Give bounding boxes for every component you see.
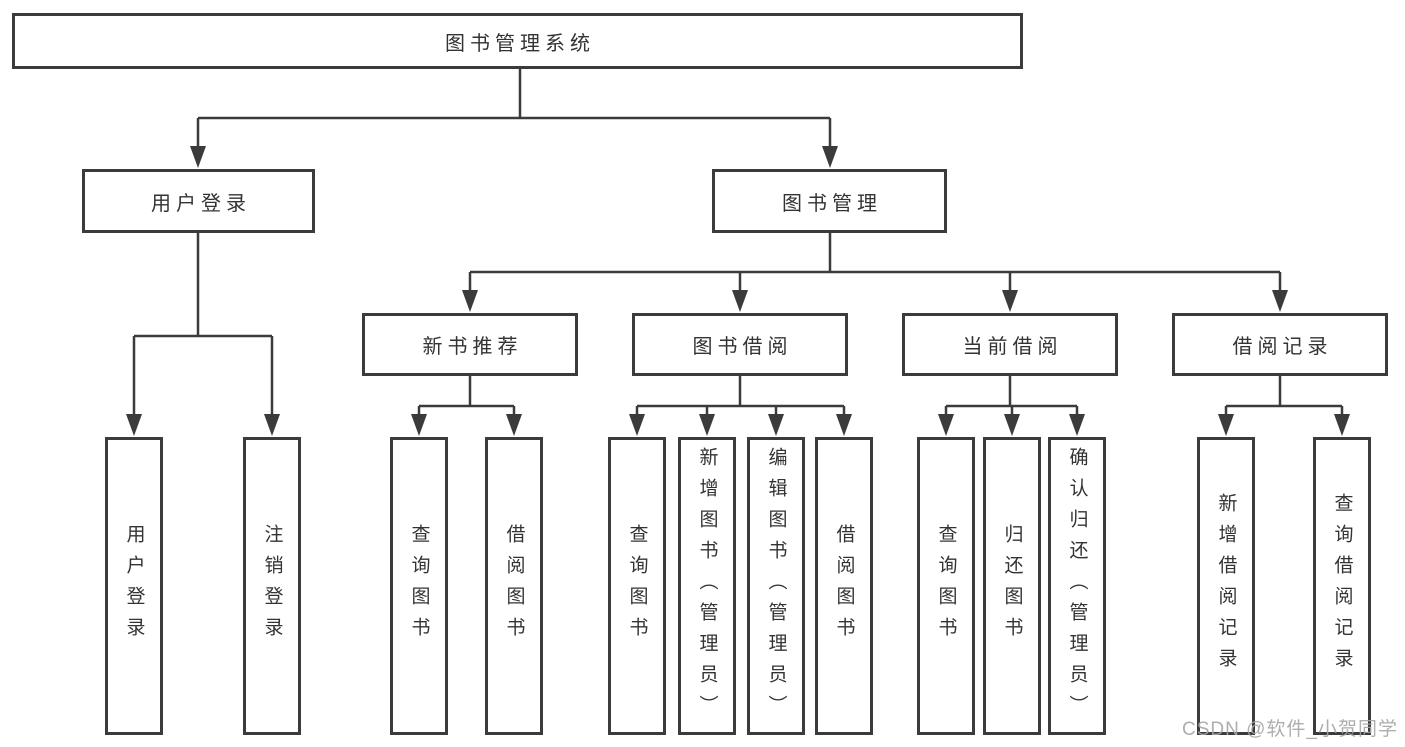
arrowhead	[822, 146, 838, 168]
arrowhead	[1004, 414, 1020, 436]
arrowhead	[1002, 290, 1018, 312]
arrowhead	[264, 414, 280, 436]
node-user-login: 用户登录	[82, 169, 315, 233]
node-book-management: 图书管理	[712, 169, 947, 233]
arrowhead	[836, 414, 852, 436]
connector	[134, 233, 272, 338]
arrowhead	[506, 414, 522, 436]
arrowhead	[126, 414, 142, 436]
connector	[198, 69, 830, 120]
arrowhead	[732, 290, 748, 312]
connector	[419, 376, 514, 408]
arrowhead	[190, 146, 206, 168]
arrowhead	[411, 414, 427, 436]
arrowhead	[1272, 290, 1288, 312]
arrowhead	[629, 414, 645, 436]
leaf-logout: 注销登录	[243, 437, 301, 735]
arrowhead	[1069, 414, 1085, 436]
leaf-user-login: 用户登录	[105, 437, 163, 735]
leaf-query-books: 查询图书	[390, 437, 448, 735]
leaf-add-books-admin: 新增图书（管理员）	[678, 437, 736, 735]
arrowhead	[699, 414, 715, 436]
leaf-query-books-2: 查询图书	[608, 437, 666, 735]
connector	[470, 233, 1280, 274]
leaf-edit-books-admin: 编辑图书（管理员）	[747, 437, 805, 735]
connector	[637, 376, 844, 408]
arrowhead	[1218, 414, 1234, 436]
connector	[946, 376, 1077, 408]
arrowhead	[768, 414, 784, 436]
node-new-book-recommend: 新书推荐	[362, 313, 578, 376]
leaf-add-borrow-record: 新增借阅记录	[1197, 437, 1255, 735]
leaf-return-books: 归还图书	[983, 437, 1041, 735]
node-current-borrowing: 当前借阅	[902, 313, 1118, 376]
leaf-query-borrow-record: 查询借阅记录	[1313, 437, 1371, 735]
leaf-query-books-3: 查询图书	[917, 437, 975, 735]
connector	[1226, 376, 1342, 408]
node-borrowing-records: 借阅记录	[1172, 313, 1388, 376]
leaf-confirm-return-admin: 确认归还（管理员）	[1048, 437, 1106, 735]
csdn-watermark: CSDN @软件_小贺同学	[1182, 719, 1398, 740]
arrowhead	[938, 414, 954, 436]
leaf-borrow-books: 借阅图书	[485, 437, 543, 735]
arrowhead	[462, 290, 478, 312]
node-system-root: 图书管理系统	[12, 13, 1023, 69]
arrowhead	[1334, 414, 1350, 436]
leaf-borrow-books-2: 借阅图书	[815, 437, 873, 735]
node-book-borrowing: 图书借阅	[632, 313, 848, 376]
